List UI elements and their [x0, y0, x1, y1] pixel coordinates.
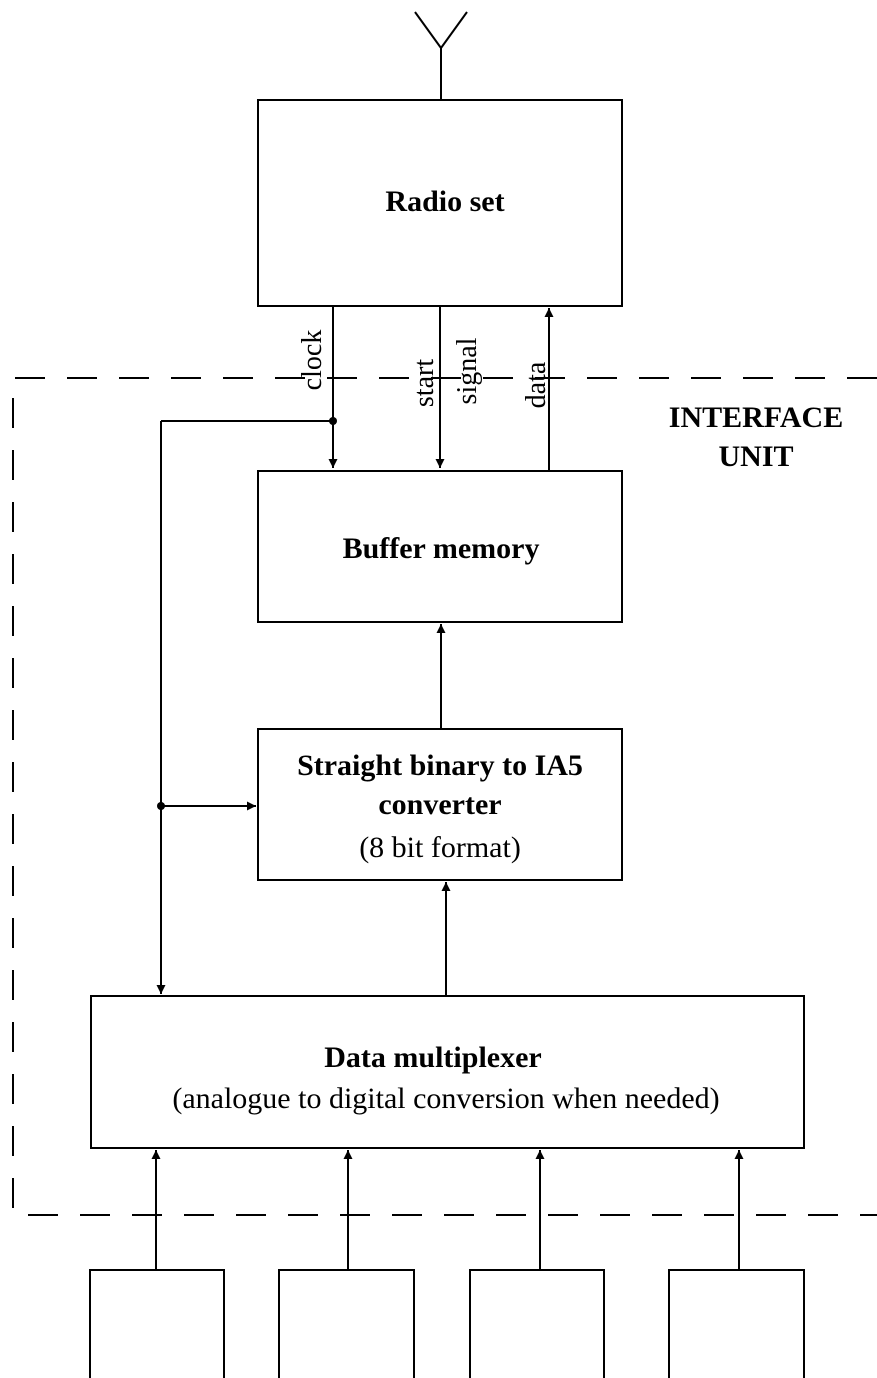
data-multiplexer-label-line1: Data multiplexer: [324, 1041, 541, 1074]
clock-label: clock: [297, 330, 328, 391]
start-label: start: [409, 359, 440, 407]
sensor-box-4: [668, 1269, 805, 1378]
interface-unit-boundary: [12, 377, 877, 1216]
data-label: data: [521, 361, 552, 408]
converter-label-line2: converter: [378, 788, 501, 821]
interface-unit-label-line2: UNIT: [718, 440, 793, 473]
sensor-box-3: [469, 1269, 605, 1378]
buffer-memory-box: [257, 470, 623, 623]
sensor-box-2: [278, 1269, 415, 1378]
interface-unit-label-line1: INTERFACE: [669, 401, 843, 434]
signal-label: signal: [452, 337, 483, 404]
sensor-box-1: [89, 1269, 225, 1378]
converter-box: [257, 728, 623, 881]
data-multiplexer-box: [90, 995, 805, 1149]
converter-label-line1: Straight binary to IA5: [297, 749, 583, 782]
radio-set-box: [257, 99, 623, 307]
radio-set-label: Radio set: [385, 185, 504, 218]
antenna-icon: [414, 11, 468, 100]
data-multiplexer-label-line2: (analogue to digital conversion when nee…: [172, 1082, 719, 1115]
converter-label-line3: (8 bit format): [359, 831, 521, 864]
buffer-memory-label: Buffer memory: [343, 532, 540, 565]
